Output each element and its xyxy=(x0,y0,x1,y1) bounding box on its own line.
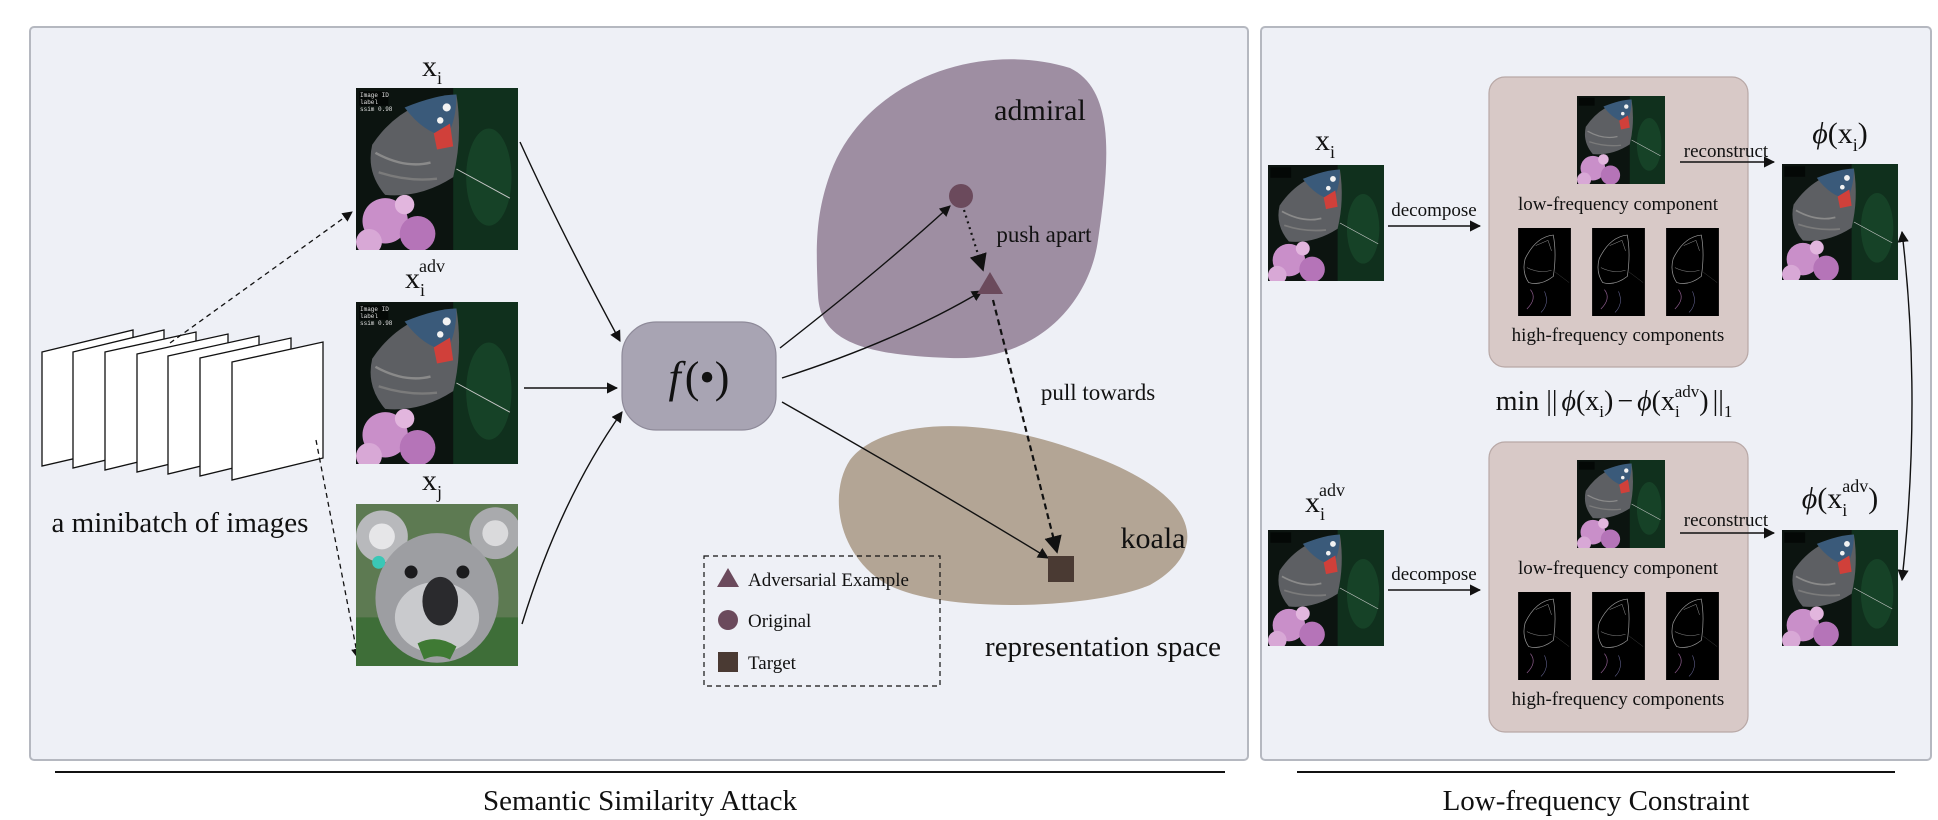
bottom-low-frequency-image xyxy=(1577,460,1665,548)
top-output-label: ϕ(xi) xyxy=(1812,117,1868,155)
top-input-image xyxy=(1268,165,1384,281)
dashed-arrow-to-xj xyxy=(315,439,362,660)
bottom-high-frequency-label: high-frequency components xyxy=(1512,689,1725,710)
bottom-hf-image-3 xyxy=(1665,592,1720,680)
push-apart-arrow xyxy=(962,209,987,272)
top-high-frequency-label: high-frequency components xyxy=(1512,325,1725,346)
original-point xyxy=(949,184,973,208)
xi-adv-stamp-2: label xyxy=(360,313,378,320)
target-point xyxy=(1048,556,1074,582)
legend-triangle-icon xyxy=(717,568,739,587)
arrow-to-target xyxy=(781,401,1049,559)
legend-square-icon xyxy=(718,652,738,672)
bottom-input-image xyxy=(1268,530,1384,646)
objective-formula: min ||ϕ(xi)−ϕ(xiadv)||1 xyxy=(1496,382,1733,421)
pull-towards-label: pull towards xyxy=(1041,380,1155,405)
butterfly-image-xi xyxy=(356,88,518,250)
legend-target: Target xyxy=(748,653,797,674)
bottom-reconstruct-label: reconstruct xyxy=(1684,510,1769,531)
top-reconstruct-label: reconstruct xyxy=(1684,141,1769,162)
arrow-to-adversarial xyxy=(781,290,983,379)
constraint-double-arrow xyxy=(1897,230,1913,582)
pull-towards-arrow xyxy=(991,299,1062,554)
xj-label: xj xyxy=(422,464,442,502)
arrow-to-original xyxy=(779,205,951,349)
bottom-low-frequency-label: low-frequency component xyxy=(1518,558,1719,579)
top-low-frequency-image xyxy=(1577,96,1665,184)
right-caption: Low-frequency Constraint xyxy=(1443,785,1750,817)
bottom-hf-image-1 xyxy=(1517,592,1572,680)
bottom-input-label: xiadv xyxy=(1305,480,1345,524)
adversarial-point xyxy=(977,272,1003,294)
xi-stamp-3: ssim 0.98 xyxy=(360,106,393,113)
koala-image-xj xyxy=(356,504,518,666)
dashed-arrow-to-xi xyxy=(169,211,353,344)
minibatch-stack xyxy=(41,329,324,481)
top-hf-image-3 xyxy=(1665,228,1720,316)
legend-box xyxy=(703,555,941,687)
xi-adv-label: xiadv xyxy=(405,256,445,300)
representation-space-label: representation space xyxy=(985,631,1221,663)
right-panel xyxy=(1260,26,1932,761)
top-hf-image-1 xyxy=(1517,228,1572,316)
xi-adv-stamp-3: ssim 0.98 xyxy=(360,320,393,327)
minibatch-label: a minibatch of images xyxy=(52,507,309,539)
xi-label: xi xyxy=(422,50,442,88)
arrow-xi-to-encoder xyxy=(519,141,621,342)
encoder-label: f(•) xyxy=(669,353,730,402)
admiral-region xyxy=(816,59,1107,359)
koala-label: koala xyxy=(1121,522,1186,555)
top-output-image xyxy=(1782,164,1898,280)
encoder-box xyxy=(621,321,777,431)
left-caption: Semantic Similarity Attack xyxy=(483,785,798,817)
xi-stamp-1: Image ID xyxy=(360,92,389,99)
legend-original: Original xyxy=(748,611,811,632)
koala-region xyxy=(838,426,1188,605)
top-hf-image-2 xyxy=(1591,228,1646,316)
legend-adversarial: Adversarial Example xyxy=(748,570,909,591)
legend: Adversarial Example Original Target xyxy=(703,555,941,687)
xi-stamp-2: label xyxy=(360,99,378,106)
butterfly-image-xi-adv xyxy=(356,302,518,464)
top-input-label: xi xyxy=(1315,124,1335,162)
admiral-label: admiral xyxy=(994,94,1086,127)
arrow-xj-to-encoder xyxy=(521,411,623,625)
top-decompose-label: decompose xyxy=(1391,200,1476,221)
bottom-output-image xyxy=(1782,530,1898,646)
push-apart-label: push apart xyxy=(996,222,1092,247)
top-low-frequency-label: low-frequency component xyxy=(1518,194,1719,215)
xi-adv-stamp-1: Image ID xyxy=(360,306,389,313)
bottom-output-label: ϕ(xiadv) xyxy=(1802,476,1879,520)
bottom-hf-image-2 xyxy=(1591,592,1646,680)
bottom-decompose-label: decompose xyxy=(1391,564,1476,585)
legend-circle-icon xyxy=(718,610,738,630)
